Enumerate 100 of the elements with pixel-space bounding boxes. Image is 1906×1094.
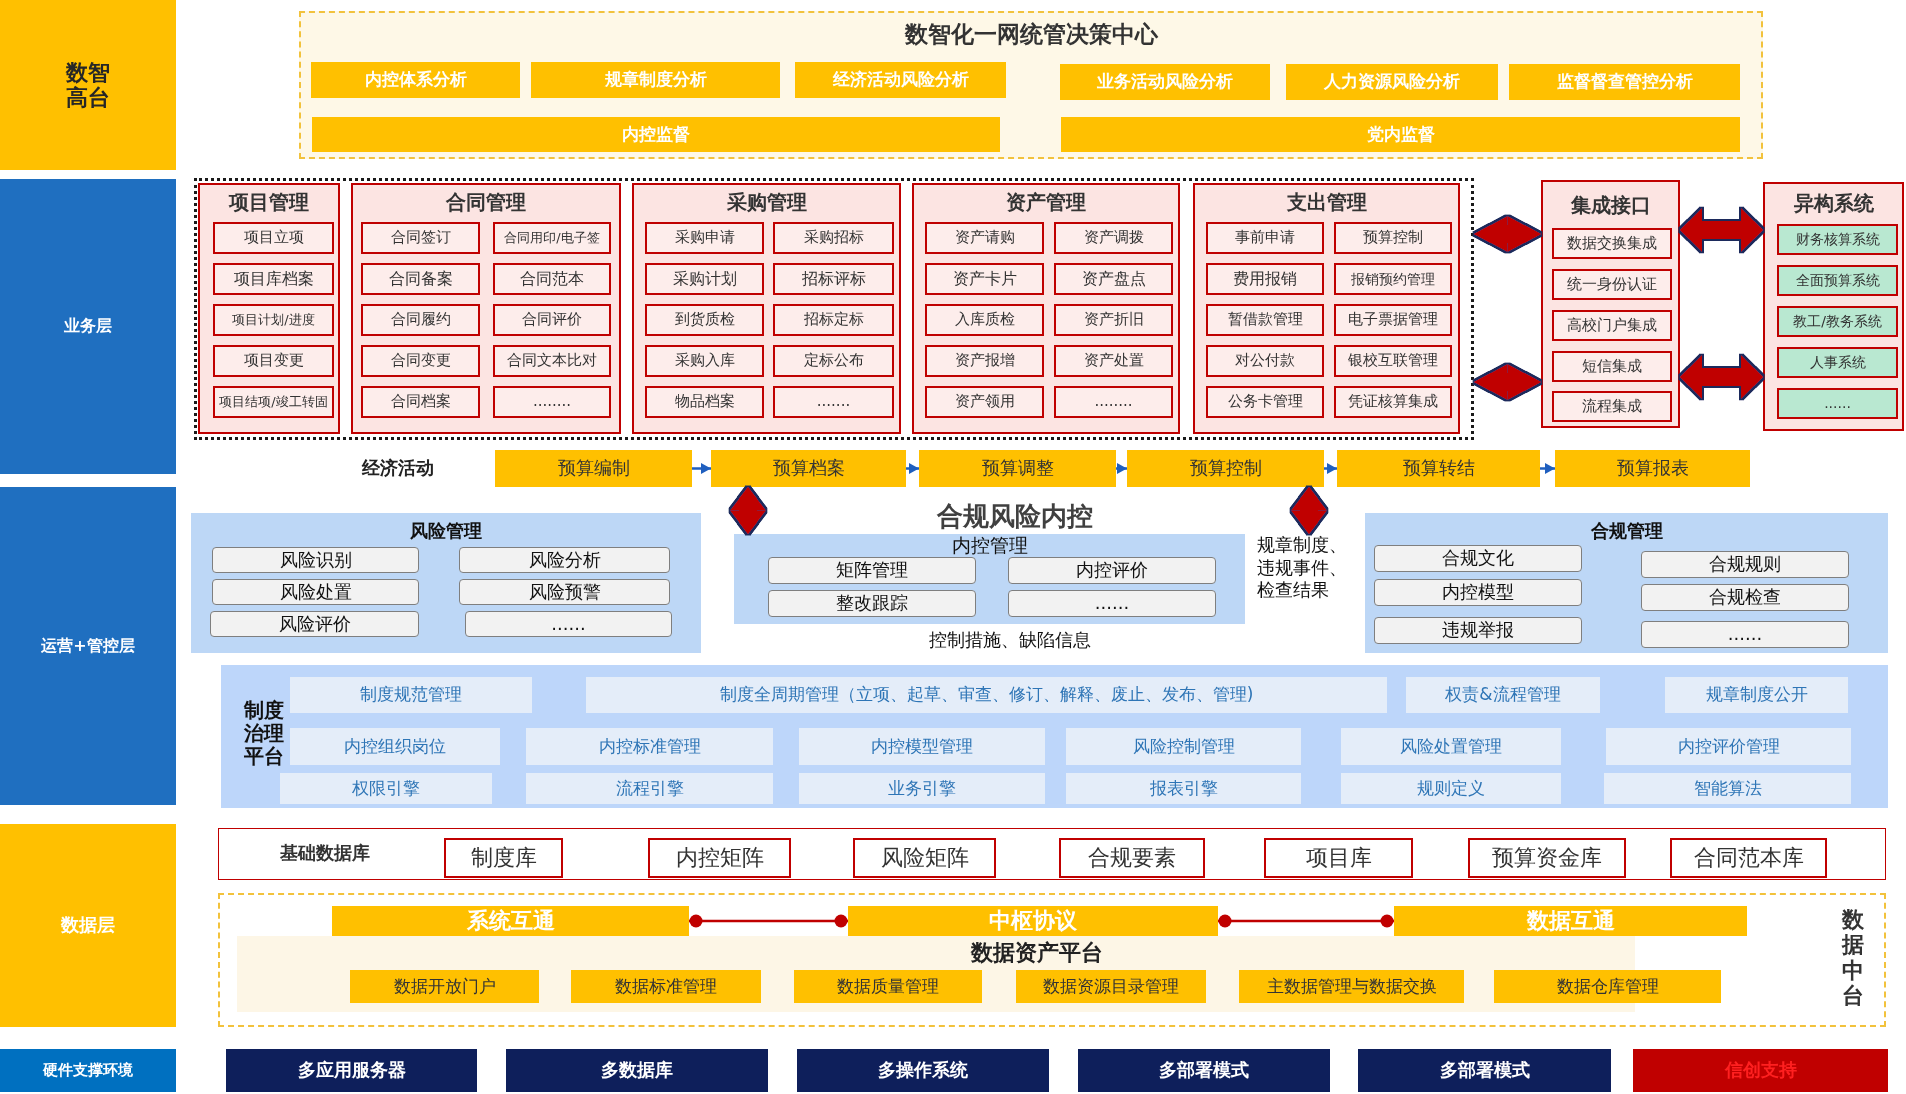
system-item: 人事系统 [1777, 347, 1898, 378]
function-item: ...... [1008, 590, 1216, 617]
layer-label: 硬件支撑环境 [0, 1049, 176, 1092]
asset-item: 主数据管理与数据交换 [1239, 970, 1464, 1003]
function-item: 内控模型 [1374, 579, 1582, 606]
platform-item: 制度规范管理 [290, 677, 532, 713]
panel-title: 数据资产平台 [969, 939, 1104, 967]
layer-label: 数智高台 [0, 0, 176, 170]
panel-title: 内控管理 [950, 534, 1029, 556]
arrow [906, 463, 919, 474]
module-item: 采购入库 [645, 345, 764, 377]
module-item: 资产折旧 [1054, 304, 1173, 336]
database-panel [218, 828, 1886, 880]
asset-item: 数据质量管理 [794, 970, 982, 1003]
layer-label: 运营+管控层 [0, 487, 176, 805]
analysis-bar: 业务活动风险分析 [1060, 64, 1270, 100]
platform-title: 制度治理平台 [243, 699, 285, 768]
protocol-bar: 系统互通 [332, 906, 689, 936]
analysis-bar: 监督督查管控分析 [1509, 64, 1740, 100]
module-item: 凭证核算集成 [1334, 386, 1452, 418]
panel-title: 基础数据库 [279, 841, 371, 865]
module-item: 统一身份认证 [1552, 269, 1672, 300]
hardware-block: 多部署模式 [1358, 1049, 1611, 1092]
connector-line [1218, 914, 1394, 928]
double-arrow [1474, 216, 1541, 252]
module-item: 数据交换集成 [1552, 228, 1672, 259]
system-item: ...... [1777, 388, 1898, 419]
module-item: ....... [773, 386, 894, 418]
hardware-block: 多数据库 [506, 1049, 768, 1092]
panel-title: 合规管理 [1589, 519, 1664, 543]
protocol-bar: 数据互通 [1394, 906, 1747, 936]
module-item: 公务卡管理 [1206, 386, 1324, 418]
arrow [1540, 463, 1555, 474]
function-item: 违规举报 [1374, 617, 1582, 644]
platform-item: 报表引擎 [1066, 773, 1301, 804]
module-item: 短信集成 [1552, 351, 1672, 382]
vertical-title: 数据中台 [1842, 907, 1864, 1009]
module-item: ........ [493, 386, 611, 418]
platform-item: 制度全周期管理（立项、起草、审查、修订、解释、废止、发布、管理) [586, 677, 1387, 713]
double-arrow [730, 487, 766, 534]
module-item: 费用报销 [1206, 263, 1324, 295]
module-item: 预算控制 [1334, 222, 1452, 254]
function-item: ...... [1641, 621, 1849, 648]
module-panel [912, 183, 1180, 434]
module-item: 合同文本比对 [493, 345, 611, 377]
module-item: 项目库档案 [213, 263, 334, 295]
platform-item: 智能算法 [1604, 773, 1851, 804]
double-arrow [1680, 208, 1763, 252]
database-item: 合同范本库 [1670, 838, 1827, 878]
function-item: 合规检查 [1641, 584, 1849, 611]
hardware-block: 多应用服务器 [226, 1049, 477, 1092]
module-title: 项目管理 [227, 189, 310, 216]
platform-panel [221, 665, 1888, 808]
module-item: 资产请购 [925, 222, 1044, 254]
module-item: 合同评价 [493, 304, 611, 336]
database-item: 制度库 [444, 838, 563, 878]
budget-step: 预算控制 [1127, 450, 1324, 487]
module-item: 招标评标 [773, 263, 894, 295]
business-group-frame [194, 178, 1474, 440]
caption-text: 控制措施、缺陷信息 [928, 628, 1092, 652]
module-item: 报销预约管理 [1334, 263, 1452, 295]
platform-item: 规章制度公开 [1665, 677, 1848, 713]
module-item: 合同用印/电子签 [493, 222, 611, 254]
platform-item: 权限引擎 [280, 773, 492, 804]
management-panel [1365, 513, 1888, 653]
module-item: 合同档案 [361, 386, 480, 418]
module-title: 采购管理 [725, 189, 808, 216]
module-item: 采购申请 [645, 222, 764, 254]
panel-title: 风险管理 [409, 519, 483, 543]
platform-item: 规则定义 [1341, 773, 1561, 804]
module-item: 定标公布 [773, 345, 894, 377]
module-item: 高校门户集成 [1552, 310, 1672, 341]
database-item: 风险矩阵 [853, 838, 996, 878]
double-arrow [1680, 355, 1763, 399]
arrow [1324, 463, 1337, 474]
function-item: 整改跟踪 [768, 590, 976, 617]
platform-item: 风险处置管理 [1341, 728, 1561, 765]
module-item: 项目立项 [213, 222, 334, 254]
module-item: 物品档案 [645, 386, 764, 418]
management-panel [734, 534, 1245, 624]
section-title: 合规风险内控 [936, 500, 1094, 533]
module-item: 事前申请 [1206, 222, 1324, 254]
analysis-bar: 规章制度分析 [531, 62, 780, 98]
platform-item: 业务引擎 [799, 773, 1045, 804]
module-item: 到货质检 [645, 304, 764, 336]
budget-step: 预算转结 [1337, 450, 1540, 487]
database-item: 项目库 [1264, 838, 1413, 878]
module-item: 合同履约 [361, 304, 480, 336]
layer-label: 数据层 [0, 824, 176, 1027]
function-item: 合规规则 [1641, 551, 1849, 578]
module-item: 采购招标 [773, 222, 894, 254]
analysis-bar: 党内监督 [1061, 117, 1740, 152]
arrow [692, 463, 711, 474]
module-item: 采购计划 [645, 263, 764, 295]
system-item: 财务核算系统 [1777, 224, 1898, 255]
platform-item: 内控模型管理 [799, 728, 1045, 765]
hardware-block: 信创支持 [1633, 1049, 1888, 1092]
platform-item: 内控评价管理 [1606, 728, 1851, 765]
module-item: 入库质检 [925, 304, 1044, 336]
module-title: 合同管理 [445, 189, 527, 216]
